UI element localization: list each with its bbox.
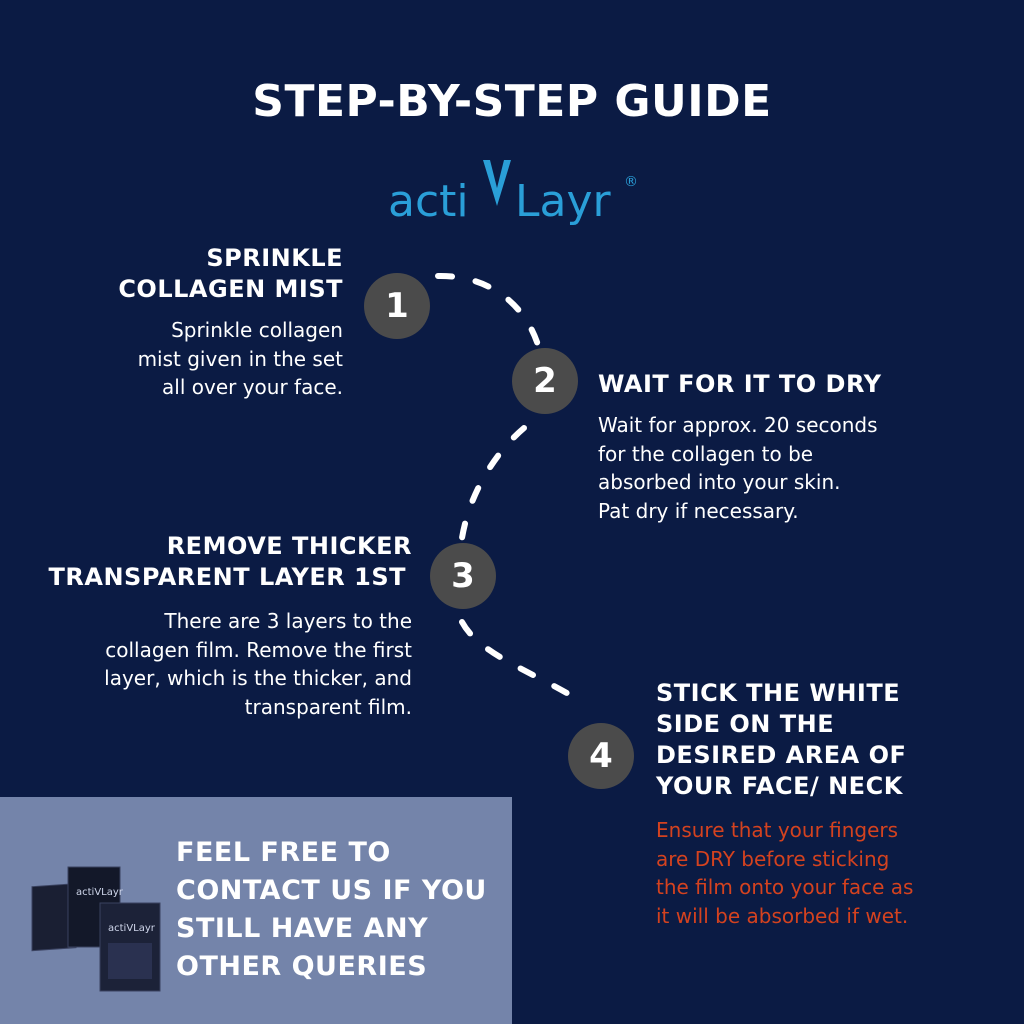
logo-text-a: acti — [388, 176, 469, 227]
activlayr-logo: acti Layr ® — [380, 158, 660, 238]
step-2-badge: 2 — [512, 348, 578, 414]
logo-registered: ® — [624, 174, 638, 190]
step-1-badge: 1 — [364, 273, 430, 339]
contact-message: FEEL FREE TO CONTACT US IF YOU STILL HAV… — [176, 837, 487, 982]
product-label-1: actiVLayr — [76, 887, 124, 898]
logo-text-b: Layr — [515, 176, 612, 227]
step-4-badge: 4 — [568, 723, 634, 789]
step-2-body: Wait for approx. 20 seconds for the coll… — [598, 413, 878, 523]
contact-panel: actiVLayr actiVLayr FEEL FREE TO CONTACT… — [0, 797, 512, 1024]
step-1-body: Sprinkle collagen mist given in the set … — [137, 318, 343, 399]
step-4-title: STICK THE WHITE SIDE ON THE DESIRED AREA… — [656, 679, 907, 800]
step-3-body: There are 3 layers to the collagen film.… — [104, 609, 412, 719]
step-1-title: SPRINKLE COLLAGEN MIST — [118, 244, 343, 303]
product-label-2: actiVLayr — [108, 923, 156, 934]
step-3-title: REMOVE THICKER TRANSPARENT LAYER 1ST — [48, 532, 412, 591]
logo-v-mark — [483, 160, 511, 206]
page-title: STEP-BY-STEP GUIDE — [252, 76, 772, 127]
step-3-badge: 3 — [430, 543, 496, 609]
step-2-title: WAIT FOR IT TO DRY — [598, 370, 882, 398]
step-4-body: Ensure that your fingers are DRY before … — [656, 818, 914, 928]
product-boxes-image: actiVLayr actiVLayr — [31, 866, 161, 992]
